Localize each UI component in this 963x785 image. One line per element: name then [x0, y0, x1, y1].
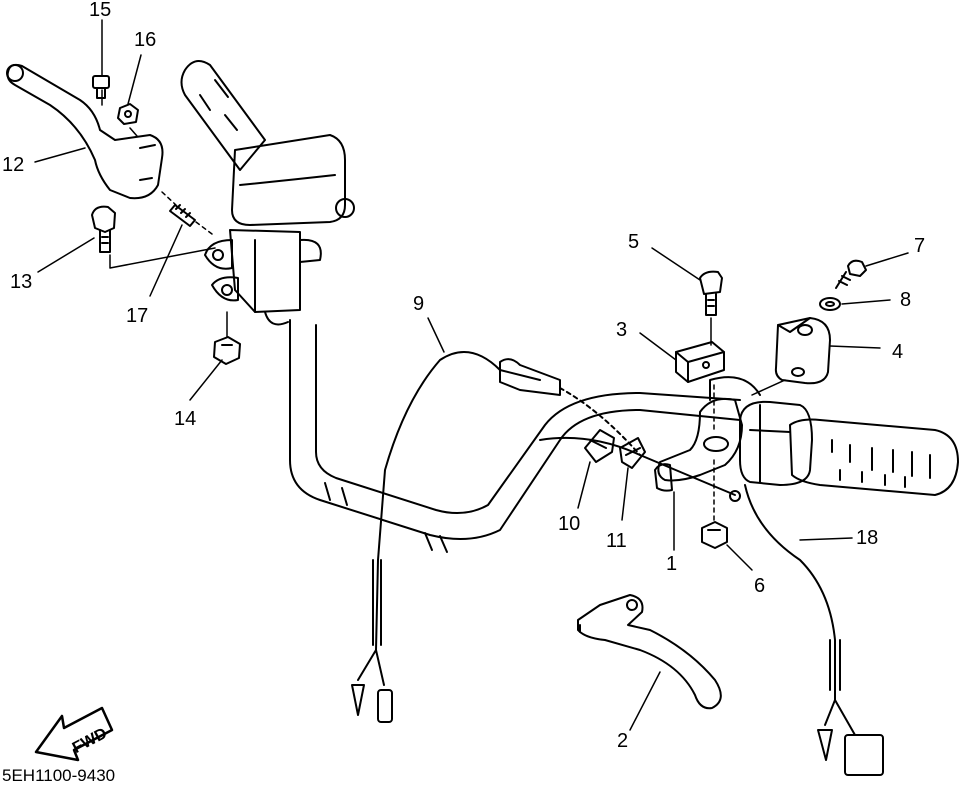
alignment-lines: [101, 89, 228, 338]
stop-switch-lead: [744, 484, 884, 776]
callout-6: 6: [754, 575, 766, 597]
throttle-lever: [639, 376, 761, 502]
callout-9: 9: [413, 293, 425, 315]
washer: [819, 297, 841, 311]
callout-16: 16: [134, 29, 157, 51]
lever-nut: [117, 103, 139, 125]
callout-1: 1: [666, 553, 678, 575]
adjuster-screw: [169, 204, 196, 227]
callout-8: 8: [900, 289, 912, 311]
fwd-arrow: FWD: [34, 706, 114, 762]
callout-13: 13: [10, 271, 33, 293]
callout-17: 17: [126, 305, 149, 327]
throttle-housing: [739, 400, 813, 486]
callout-5: 5: [628, 231, 640, 253]
handlebar: [289, 319, 741, 553]
right-grip: [789, 418, 959, 496]
callout-4: 4: [892, 341, 904, 363]
leader-lines: [34, 19, 909, 731]
throttle-cover: [774, 317, 831, 385]
front-brake-lever: [6, 63, 164, 200]
diagram-code: 5EH1100-9430: [2, 766, 116, 785]
master-cylinder-nut: [213, 336, 241, 365]
pivot-bolt: [91, 205, 116, 253]
fwd-arrow-label: FWD: [70, 725, 110, 757]
throttle-stop-switch: [675, 341, 725, 383]
callout-2: 2: [617, 730, 629, 752]
callout-12: 12: [2, 154, 25, 176]
callout-15: 15: [89, 0, 112, 21]
cover-screw: [835, 259, 867, 289]
throttle-nut: [701, 521, 728, 549]
switch-screw: [699, 270, 723, 316]
master-cylinder: [204, 134, 355, 326]
callout-18: 18: [856, 527, 879, 549]
cable-clamp: [619, 437, 646, 469]
lever-pivot-bolt: [92, 75, 110, 99]
right-alignment-lines: [710, 317, 786, 521]
callout-7: 7: [914, 235, 926, 257]
callout-10: 10: [558, 513, 581, 535]
callout-11: 11: [606, 530, 627, 552]
left-grip: [180, 60, 266, 171]
callout-14: 14: [174, 408, 197, 430]
callout-3: 3: [616, 319, 628, 341]
clutch-lever: [577, 594, 722, 710]
adjuster-clip: [584, 429, 615, 463]
throttle-cable: [351, 351, 641, 723]
